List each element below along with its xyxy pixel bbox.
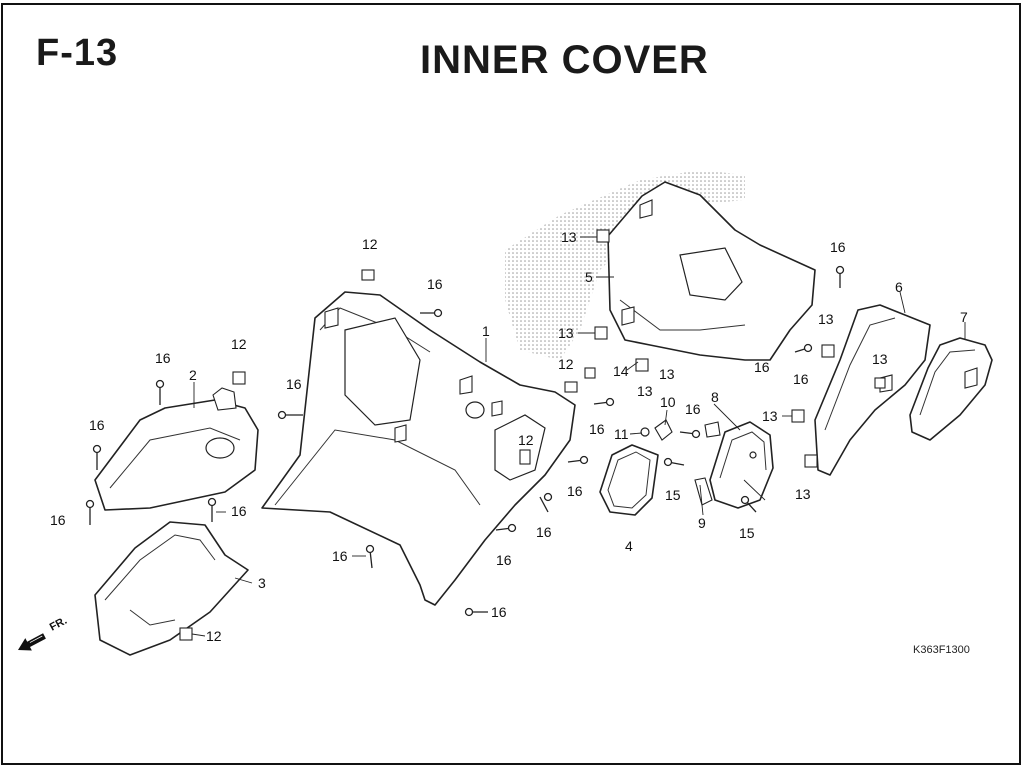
callout-16: 16 [589,421,605,437]
callout-16: 16 [50,512,66,528]
callout-12: 12 [558,356,574,372]
callout-16: 16 [231,503,247,519]
callout-16: 16 [491,604,507,620]
callout-16: 16 [830,239,846,255]
callout-5: 5 [585,269,593,285]
background-shading [505,170,745,360]
callout-16: 16 [536,524,552,540]
callout-8: 8 [711,389,719,405]
callout-10: 10 [660,394,676,410]
part-9-10-11-fasteners [640,419,721,506]
callout-9: 9 [698,515,706,531]
front-direction-marker: FR. [18,615,69,651]
callout-12: 12 [206,628,222,644]
callout-16: 16 [89,417,105,433]
callout-13: 13 [637,383,653,399]
callout-13: 13 [795,486,811,502]
callout-13: 13 [561,229,577,245]
callout-13: 13 [762,408,778,424]
front-direction-label: FR. [48,615,69,634]
callout-16: 16 [567,483,583,499]
callout-16: 16 [754,359,770,375]
part-4-gasket [599,444,659,516]
part-2-cover [94,387,259,511]
callout-13: 13 [818,311,834,327]
leader-lines [191,236,966,637]
screws [85,265,845,617]
callout-16: 16 [685,401,701,417]
callout-13: 13 [659,366,675,382]
callout-13: 13 [558,325,574,341]
callout-7: 7 [960,309,968,325]
page-title: INNER COVER [420,38,709,82]
drawing-reference-code: K363F1300 [913,644,970,656]
part-1-inner-cover [261,291,576,606]
part-5-upper-cover [607,181,816,361]
callout-11: 11 [614,426,629,442]
callout-15: 15 [665,487,681,503]
callout-13: 13 [872,351,888,367]
callout-16: 16 [793,371,809,387]
clip-nuts [179,229,886,641]
part-3-cover [94,521,249,656]
callout-6: 6 [895,279,903,295]
callout-15: 15 [739,525,755,541]
callout-16: 16 [155,350,171,366]
callout-4: 4 [625,538,633,554]
part-8-box-cover [709,421,774,509]
callout-14: 14 [613,363,629,379]
part-6-side-cover [814,304,931,476]
callout-16: 16 [427,276,443,292]
callout-16: 16 [496,552,512,568]
diagram-frame [1,3,1021,765]
callout-2: 2 [189,367,197,383]
callout-16: 16 [332,548,348,564]
callouts: 1 2 3 4 5 6 7 8 9 10 11 12 12 12 12 12 1… [50,229,968,644]
callout-1: 1 [482,323,490,339]
section-code: F-13 [36,32,119,74]
part-7-panel [909,337,993,441]
callout-12: 12 [362,236,378,252]
callout-12: 12 [518,432,534,448]
callout-16: 16 [286,376,302,392]
callout-12: 12 [231,336,247,352]
front-direction-arrow-icon [18,633,46,651]
callout-3: 3 [258,575,266,591]
